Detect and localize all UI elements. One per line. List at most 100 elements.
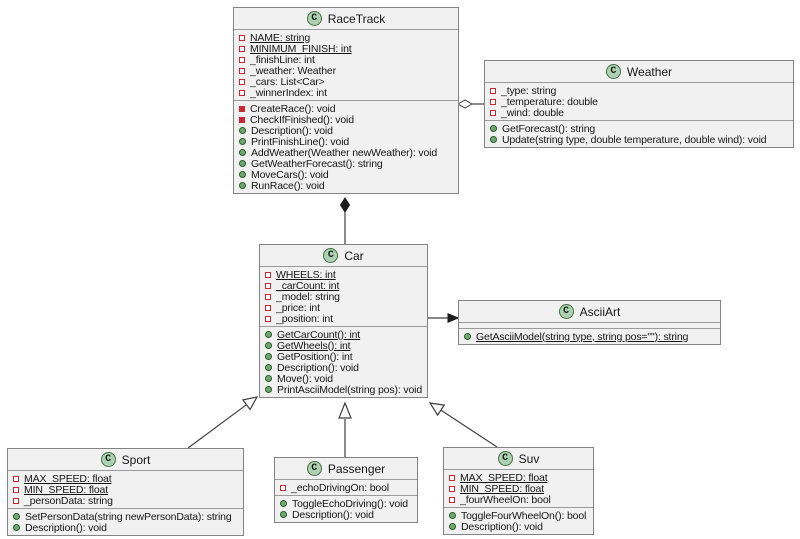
public-method-icon [265, 342, 272, 349]
member-row: ToggleFourWheelOn(): bool [444, 510, 593, 522]
class-weather: C Weather _type: string_temperature: dou… [484, 60, 794, 148]
fields-compartment [459, 323, 720, 329]
member-label: Move(): void [277, 372, 333, 385]
member-label: CreateRace(): void [250, 102, 336, 115]
member-label: _temperature: double [501, 95, 598, 108]
member-row: _echoDrivingOn: bool [275, 481, 417, 494]
class-badge-icon: C [558, 304, 574, 319]
composition-diamond-icon [339, 197, 351, 213]
member-label: Description(): void [25, 521, 107, 534]
public-method-icon [265, 331, 272, 338]
private-field-icon [239, 89, 245, 96]
member-row: GetWheels(): int [260, 339, 427, 352]
member-label: WHEELS: int [276, 268, 336, 281]
class-title: Suv [518, 451, 540, 466]
member-label: MIN_SPEED: float [24, 483, 108, 496]
member-label: MIN_SPEED: float [460, 482, 544, 495]
methods-compartment: SetPersonData(string newPersonData): str… [8, 509, 243, 535]
member-row: GetAsciiModel(string type, string pos=""… [459, 330, 720, 343]
member-label: Update(string type, double temperature, … [502, 133, 767, 146]
member-row: Description(): void [8, 521, 243, 534]
member-label: GetWheels(): int [277, 339, 351, 352]
member-label: Description(): void [461, 520, 543, 533]
member-row: Move(): void [260, 372, 427, 385]
public-method-icon [239, 182, 246, 189]
private-field-icon [490, 109, 496, 116]
member-row: NAME: string [234, 31, 458, 44]
class-header: C Car [260, 245, 427, 267]
public-method-icon [239, 149, 246, 156]
member-label: _winnerIndex: int [250, 86, 327, 99]
public-method-icon [265, 386, 272, 393]
private-field-icon [13, 497, 19, 504]
class-badge-icon: C [497, 451, 513, 466]
generalization-line-sport-car [187, 404, 247, 449]
member-row: _fourWheelOn: bool [444, 494, 593, 506]
member-label: PrintAsciiModel(string pos): void [277, 383, 423, 396]
private-field-icon [265, 271, 271, 278]
class-title: Passenger [327, 461, 386, 476]
member-label: MAX_SPEED: float [24, 472, 112, 485]
member-row: CreateRace(): void [234, 102, 458, 115]
public-method-icon [449, 512, 456, 519]
member-row: AddWeather(Weather newWeather): void [234, 147, 458, 159]
private-field-icon [449, 496, 455, 503]
member-row: MAX_SPEED: float [444, 471, 593, 484]
member-row: MoveCars(): void [234, 168, 458, 181]
member-label: _position: int [276, 312, 333, 325]
class-header: C Passenger [275, 458, 417, 480]
public-method-icon [13, 513, 20, 520]
member-label: GetAsciiModel(string type, string pos=""… [476, 330, 689, 343]
member-row: MIN_SPEED: float [444, 482, 593, 495]
private-field-icon [265, 282, 271, 289]
public-method-icon [490, 136, 497, 143]
member-label: CheckIfFinished(): void [250, 113, 354, 126]
member-row: _finishLine: int [234, 54, 458, 66]
member-row: ToggleEchoDriving(): void [275, 498, 417, 510]
private-field-icon [13, 475, 19, 482]
private-field-icon [265, 304, 271, 311]
member-row: Description(): void [234, 125, 458, 137]
public-method-icon [239, 127, 246, 134]
public-method-icon [265, 375, 272, 382]
member-label: _echoDrivingOn: bool [291, 481, 389, 494]
private-field-icon [490, 87, 496, 94]
member-row: _cars: List<Car> [234, 76, 458, 88]
public-method-icon [280, 500, 287, 507]
public-method-icon [464, 333, 471, 340]
member-row: GetForecast(): string [485, 122, 793, 135]
public-method-icon [280, 511, 287, 518]
public-method-icon [490, 125, 497, 132]
aggregation-diamond-icon [456, 99, 474, 109]
class-badge-icon: C [605, 64, 621, 79]
member-label: MoveCars(): void [251, 168, 329, 181]
member-row: GetPosition(): int [260, 351, 427, 363]
private-method-icon [239, 105, 245, 112]
member-label: MAX_SPEED: float [460, 471, 548, 484]
member-row: Description(): void [260, 362, 427, 374]
public-method-icon [449, 523, 456, 530]
member-label: PrintFinishLine(): void [251, 135, 350, 148]
member-label: NAME: string [250, 31, 311, 44]
member-row: _weather: Weather [234, 65, 458, 77]
methods-compartment: GetAsciiModel(string type, string pos=""… [459, 329, 720, 344]
public-method-icon [13, 524, 20, 531]
private-field-icon [449, 474, 455, 481]
class-header: C Weather [485, 61, 793, 83]
member-row: MIN_SPEED: float [8, 483, 243, 496]
member-row: Update(string type, double temperature, … [485, 133, 793, 146]
public-method-icon [239, 138, 246, 145]
member-label: GetForecast(): string [502, 122, 596, 135]
member-row: PrintAsciiModel(string pos): void [260, 383, 427, 396]
